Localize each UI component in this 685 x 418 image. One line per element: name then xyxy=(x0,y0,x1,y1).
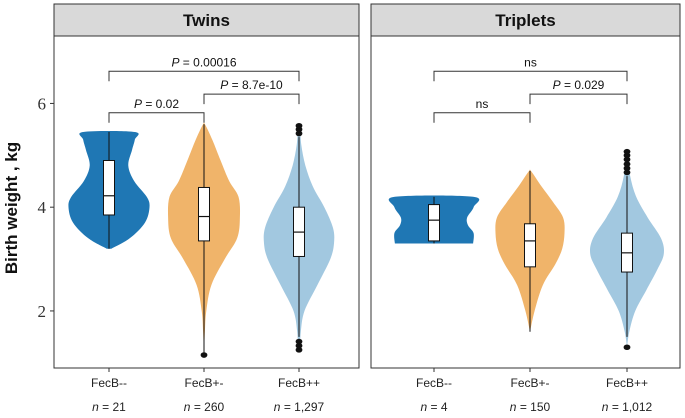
p-value-label: P = 0.02 xyxy=(134,97,179,111)
x-tick-label: FecB+- xyxy=(184,376,223,390)
box-iqr xyxy=(198,186,210,242)
comparison-bracket: P = 8.7e-10 xyxy=(203,78,300,105)
comparison-bracket: P = 0.02 xyxy=(108,97,205,123)
box-iqr xyxy=(524,223,536,268)
sample-size-label: n = 21 xyxy=(92,400,126,414)
box-iqr xyxy=(428,204,440,242)
sample-size-label: n = 150 xyxy=(510,400,551,414)
outlier-point xyxy=(623,169,631,176)
group-FecB+-: FecB+- n = 150 xyxy=(495,168,565,414)
x-tick-label: FecB++ xyxy=(278,376,320,390)
sample-size-label: n = 260 xyxy=(184,400,225,414)
panel-strip xyxy=(53,3,360,37)
outlier-point xyxy=(623,165,631,172)
group-FecB--: FecB-- n = 21 xyxy=(68,131,150,414)
x-tick-label: FecB++ xyxy=(606,376,648,390)
outlier-point xyxy=(295,347,303,353)
bracket-line xyxy=(108,112,205,123)
sample-size-label: n = 1,297 xyxy=(274,400,325,414)
p-value-label: P = 0.029 xyxy=(553,78,605,92)
outlier-point xyxy=(623,344,631,351)
outlier-point xyxy=(623,156,631,163)
bracket-line xyxy=(433,70,628,82)
bracket-line xyxy=(108,70,300,82)
comparison-bracket: P = 0.00016 xyxy=(108,55,300,82)
bracket-line xyxy=(203,93,300,105)
outlier-point xyxy=(295,338,303,345)
p-value-label: ns xyxy=(524,55,537,69)
comparison-bracket: ns xyxy=(433,97,531,123)
bracket-line xyxy=(433,112,531,123)
group-FecB++: FecB++ n = 1,012 xyxy=(590,148,664,414)
y-tick-label: 6 xyxy=(38,94,47,113)
group-FecB++: FecB++ n = 1,297 xyxy=(263,122,335,414)
comparison-bracket: P = 0.029 xyxy=(529,78,628,105)
p-value-label: P = 8.7e-10 xyxy=(220,78,283,92)
x-tick-label: FecB-- xyxy=(416,376,452,390)
sample-size-label: n = 4 xyxy=(420,400,447,414)
bracket-line xyxy=(529,93,628,105)
outlier-point xyxy=(200,352,208,358)
y-tick-label: 4 xyxy=(38,198,47,217)
p-value-label: P = 0.00016 xyxy=(171,55,236,69)
p-value-label: ns xyxy=(476,97,489,111)
sample-size-label: n = 1,012 xyxy=(602,400,653,414)
outlier-point xyxy=(623,148,631,155)
panel-strip xyxy=(370,3,681,37)
y-axis: 2 4 6 xyxy=(38,94,54,321)
y-axis-title: Birth weight , kg xyxy=(2,142,21,274)
outlier-point xyxy=(623,161,631,167)
group-FecB--: FecB-- n = 4 xyxy=(388,195,480,414)
box-iqr xyxy=(103,160,115,216)
outlier-point xyxy=(295,130,303,137)
panel-title: Triplets xyxy=(495,11,555,30)
x-tick-label: FecB+- xyxy=(510,376,549,390)
comparison-bracket: ns xyxy=(433,55,628,82)
y-tick-label: 2 xyxy=(38,302,47,321)
group-FecB+-: FecB+- n = 260 xyxy=(167,122,241,414)
outlier-point xyxy=(295,122,303,129)
outlier-point xyxy=(295,342,303,349)
panel-title: Twins xyxy=(183,11,230,30)
x-tick-label: FecB-- xyxy=(91,376,127,390)
